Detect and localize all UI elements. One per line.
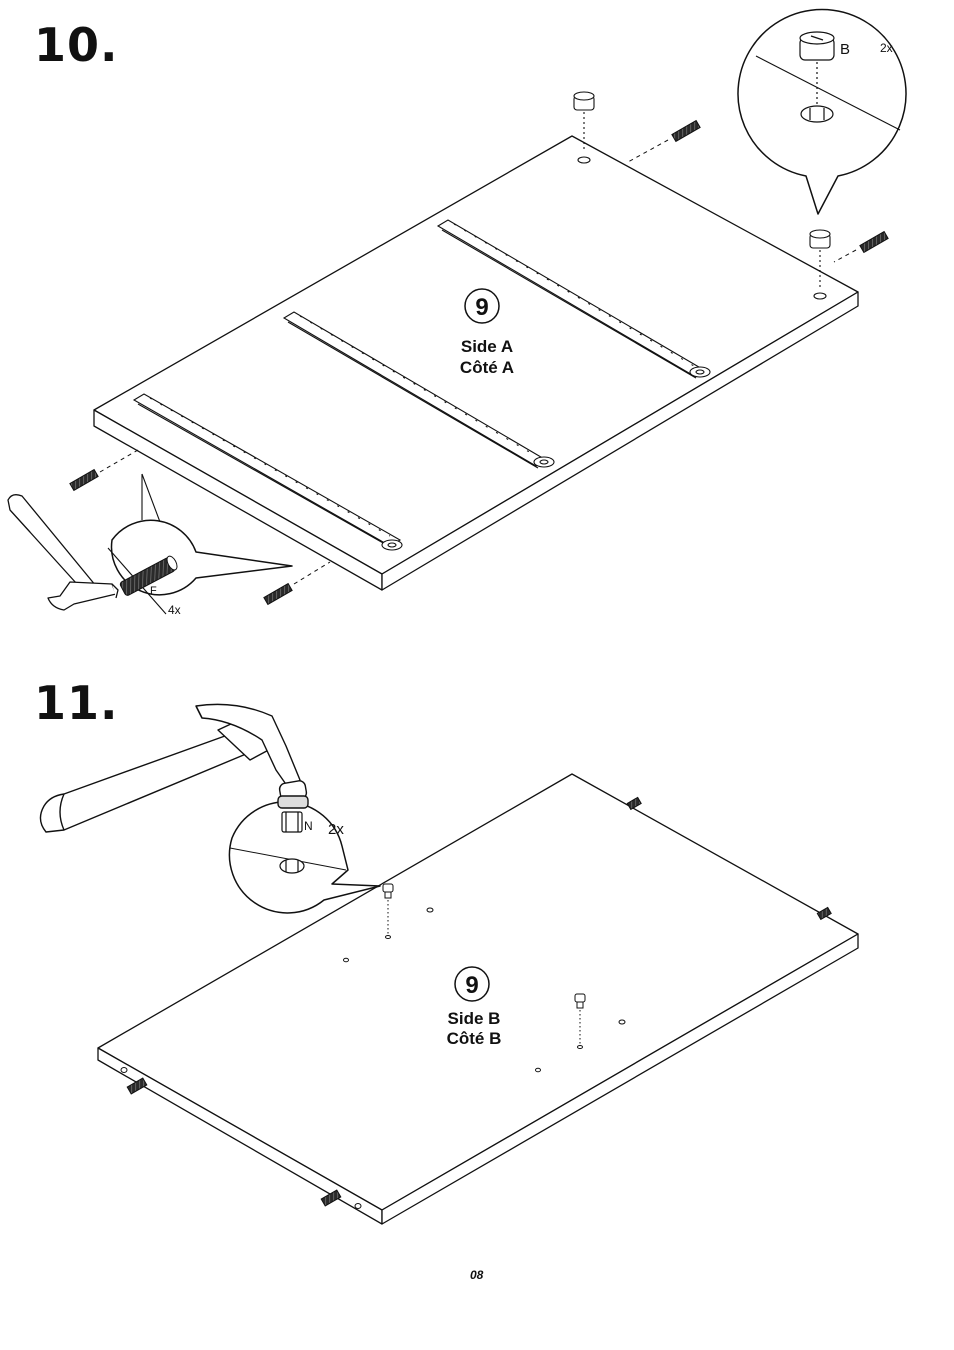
- page-number: 08: [470, 1268, 483, 1282]
- dowel-icon: [834, 232, 888, 262]
- side-label-fr: Côté B: [447, 1029, 502, 1048]
- callout-pin-part: N: [304, 819, 313, 833]
- callout-pin-qty: 2x: [328, 821, 344, 838]
- callout-dowel-qty: 4x: [168, 603, 181, 617]
- part-number: 9: [475, 294, 488, 321]
- part-number: 9: [465, 972, 478, 999]
- side-label-fr: Côté A: [460, 358, 514, 377]
- side-label-en: Side A: [461, 337, 513, 356]
- callout-pin: N 2x: [229, 802, 380, 913]
- step-10-diagram: 9 Side A Côté A: [8, 10, 906, 617]
- callout-cam-part: B: [840, 41, 850, 58]
- dowel-icon: [70, 450, 138, 490]
- step-11-diagram: 9 Side B Côté B: [40, 704, 858, 1224]
- callout-dowel-part: F: [150, 585, 157, 597]
- side-label-en: Side B: [448, 1009, 501, 1028]
- dowel-icon: [628, 121, 700, 162]
- callout-cam-qty: 2x: [880, 41, 893, 55]
- hammer-icon: [8, 495, 118, 610]
- callout-cam-lock: B 2x: [738, 10, 906, 214]
